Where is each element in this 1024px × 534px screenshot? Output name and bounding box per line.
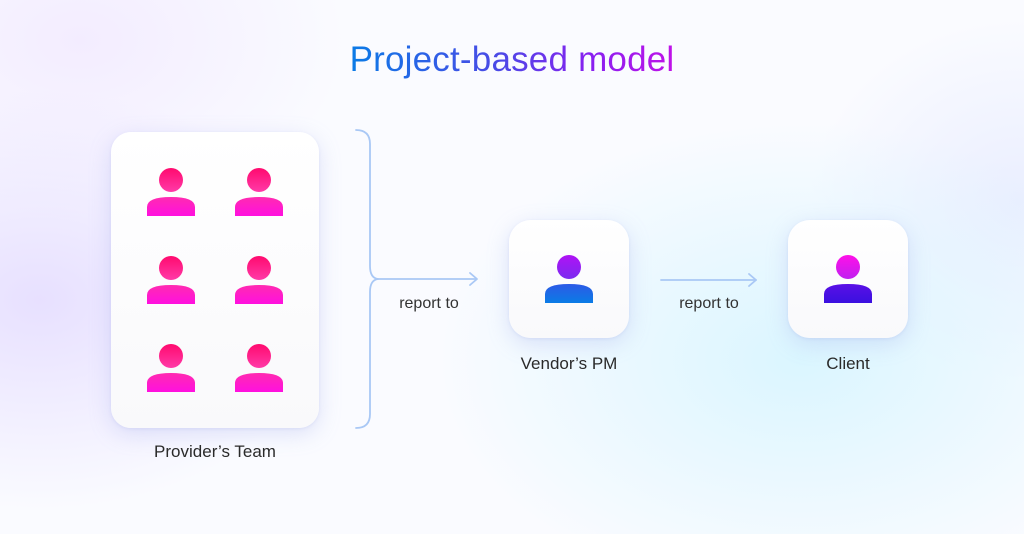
arrow-right-icon [469,272,478,286]
person-icon [235,344,283,392]
edge-label-pm-to-client: report to [679,295,739,312]
person-icon [824,255,872,303]
edge-label-team-to-pm: report to [399,295,459,312]
providers-team-card [111,132,319,428]
providers-team-label: Provider’s Team [154,442,276,461]
client-card [788,220,908,338]
vendors-pm-label: Vendor’s PM [520,354,618,373]
person-icon [235,256,283,304]
person-icon [235,168,283,216]
person-icon [147,168,195,216]
page-title: Project-based model [349,40,675,79]
vendors-pm-card [509,220,629,338]
person-icon [545,255,593,303]
arrow-right-icon [748,273,757,287]
person-icon [147,256,195,304]
arrow-connector [660,273,757,287]
person-icon [147,344,195,392]
client-label: Client [826,354,870,373]
brace-connector [355,129,478,429]
